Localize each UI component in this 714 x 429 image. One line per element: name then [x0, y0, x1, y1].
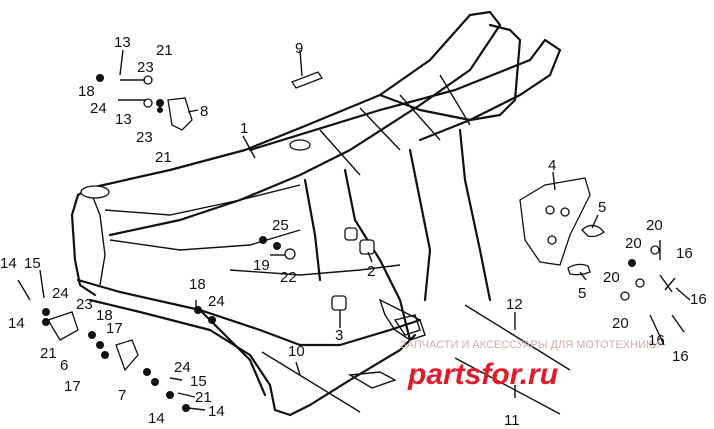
callout-3: 3 — [335, 327, 343, 344]
part-10-bolt — [261, 351, 361, 413]
fasteners — [42, 74, 660, 412]
main-frame-drawing — [70, 10, 562, 417]
part-4-bracket — [519, 177, 591, 266]
part-2-mount — [359, 239, 375, 255]
callout-6: 6 — [60, 357, 68, 374]
callout-16: 16 — [690, 291, 707, 308]
callout-21: 21 — [40, 345, 57, 362]
callout-23: 23 — [137, 59, 154, 76]
callout-20: 20 — [603, 269, 620, 286]
part-11-bolt — [454, 357, 561, 415]
callout-13: 13 — [114, 34, 131, 51]
callout-5: 5 — [578, 285, 586, 302]
callout-16: 16 — [648, 332, 665, 349]
part-9-plate — [291, 71, 323, 89]
callout-21: 21 — [195, 389, 212, 406]
callout-23: 23 — [136, 129, 153, 146]
callout-17: 17 — [64, 378, 81, 395]
callout-10: 10 — [288, 343, 305, 360]
callout-4: 4 — [548, 157, 556, 174]
watermark: ЗАПЧАСТИ И АКСЕССУАРЫ ДЛЯ МОТОТЕХНИКИ pa… — [400, 339, 660, 391]
part-5-clamp-upper — [581, 224, 605, 238]
leader-lines — [17, 49, 691, 411]
callout-24: 24 — [208, 293, 225, 310]
callout-14: 14 — [148, 410, 165, 427]
callout-11: 11 — [504, 412, 520, 429]
part-5-clamp-lower — [567, 263, 591, 276]
part-7-bracket — [115, 339, 139, 372]
callout-12: 12 — [506, 296, 523, 313]
watermark-caption: ЗАПЧАСТИ И АКСЕССУАРЫ ДЛЯ МОТОТЕХНИКИ — [400, 339, 660, 351]
callout-22: 22 — [280, 269, 297, 286]
callout-14: 14 — [8, 315, 25, 332]
part-12-bolt — [464, 304, 571, 371]
callout-25: 25 — [272, 217, 289, 234]
callout-17: 17 — [106, 320, 123, 337]
part-6-plate — [47, 311, 79, 341]
watermark-brand: partsfor.ru — [407, 358, 558, 391]
callout-24: 24 — [90, 100, 107, 117]
callout-24: 24 — [52, 285, 69, 302]
callout-labels: 1 2 3 4 5 5 6 7 8 9 10 11 12 13 13 14 14… — [0, 34, 707, 429]
part-8-bracket — [167, 97, 193, 131]
callout-2: 2 — [367, 263, 375, 280]
callout-14: 14 — [208, 403, 225, 420]
callout-16: 16 — [672, 348, 689, 365]
callout-15: 15 — [24, 255, 41, 272]
callout-13: 13 — [115, 111, 132, 128]
callout-19: 19 — [253, 257, 270, 274]
callout-7: 7 — [118, 387, 126, 404]
callout-8: 8 — [200, 103, 208, 120]
callout-1: 1 — [240, 120, 248, 137]
callout-15: 15 — [190, 373, 207, 390]
callout-18: 18 — [78, 83, 95, 100]
callout-21: 21 — [155, 149, 172, 166]
callout-24: 24 — [174, 359, 191, 376]
callout-23: 23 — [76, 296, 93, 313]
callout-21: 21 — [156, 42, 173, 59]
callout-14: 14 — [0, 255, 17, 272]
callout-9: 9 — [295, 40, 303, 57]
callout-16: 16 — [676, 245, 693, 262]
callout-20: 20 — [646, 217, 663, 234]
callout-20: 20 — [625, 235, 642, 252]
part-3-mount — [331, 295, 347, 311]
callout-18: 18 — [189, 276, 206, 293]
callout-20: 20 — [612, 315, 629, 332]
callout-5: 5 — [598, 199, 606, 216]
callout-18: 18 — [96, 307, 113, 324]
